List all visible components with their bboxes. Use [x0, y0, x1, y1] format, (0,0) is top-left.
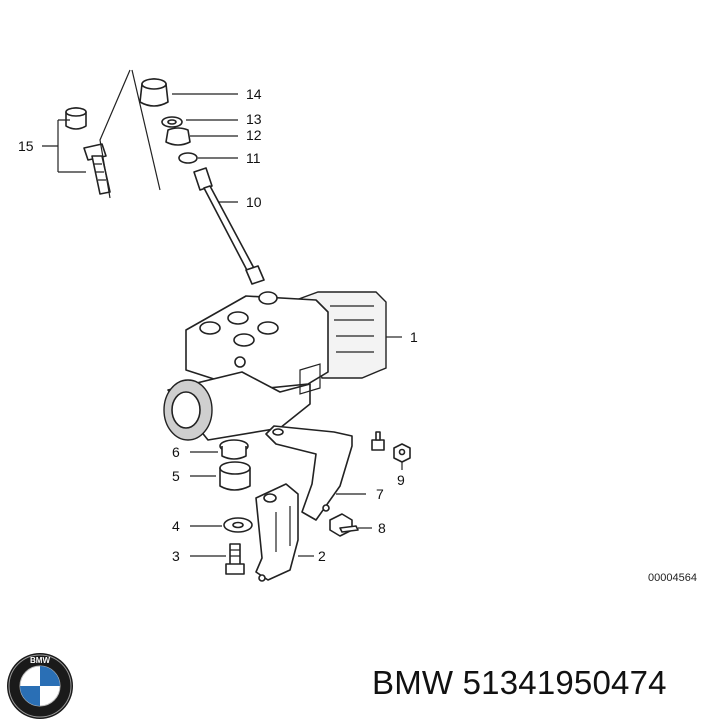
part-2-bracket: [255, 483, 299, 582]
diagram-reference-number: 00004564: [648, 572, 697, 584]
callout-3: 3: [172, 548, 180, 564]
part-4-washer: [223, 517, 253, 533]
callout-14: 14: [246, 86, 262, 102]
part-3-bolt: [225, 543, 245, 575]
part-13-washer: [161, 116, 183, 128]
callout-7: 7: [376, 486, 384, 502]
part-6-spacer: [219, 439, 249, 460]
part-12-seal: [165, 127, 191, 146]
callout-12: 12: [246, 127, 262, 143]
part-5-rubber-mount: [219, 461, 251, 491]
bmw-logo-lettering: BMW: [30, 656, 50, 665]
part-9-nut: [393, 443, 411, 463]
part-caption: BMW 51341950474: [372, 664, 667, 701]
part-8-bolt: [329, 513, 359, 537]
callout-9: 9: [397, 472, 405, 488]
callout-8: 8: [378, 520, 386, 536]
stud-bolt: [371, 431, 385, 451]
bmw-logo: BMW: [7, 653, 73, 719]
callout-11: 11: [246, 150, 261, 166]
callout-10: 10: [246, 194, 262, 210]
part-14-fitting: [139, 78, 169, 107]
callout-5: 5: [172, 468, 180, 484]
callout-1: 1: [410, 329, 418, 345]
callout-13: 13: [246, 111, 262, 127]
part-15-bolt: [65, 69, 161, 199]
callout-2: 2: [318, 548, 326, 564]
callout-6: 6: [172, 444, 180, 460]
callout-4: 4: [172, 518, 180, 534]
part-1-abs-unit: [163, 291, 387, 441]
part-11-ring: [178, 152, 198, 164]
part-10-brake-pipe: [193, 167, 265, 285]
callout-15: 15: [18, 138, 34, 154]
part-7-bracket: [265, 425, 353, 521]
